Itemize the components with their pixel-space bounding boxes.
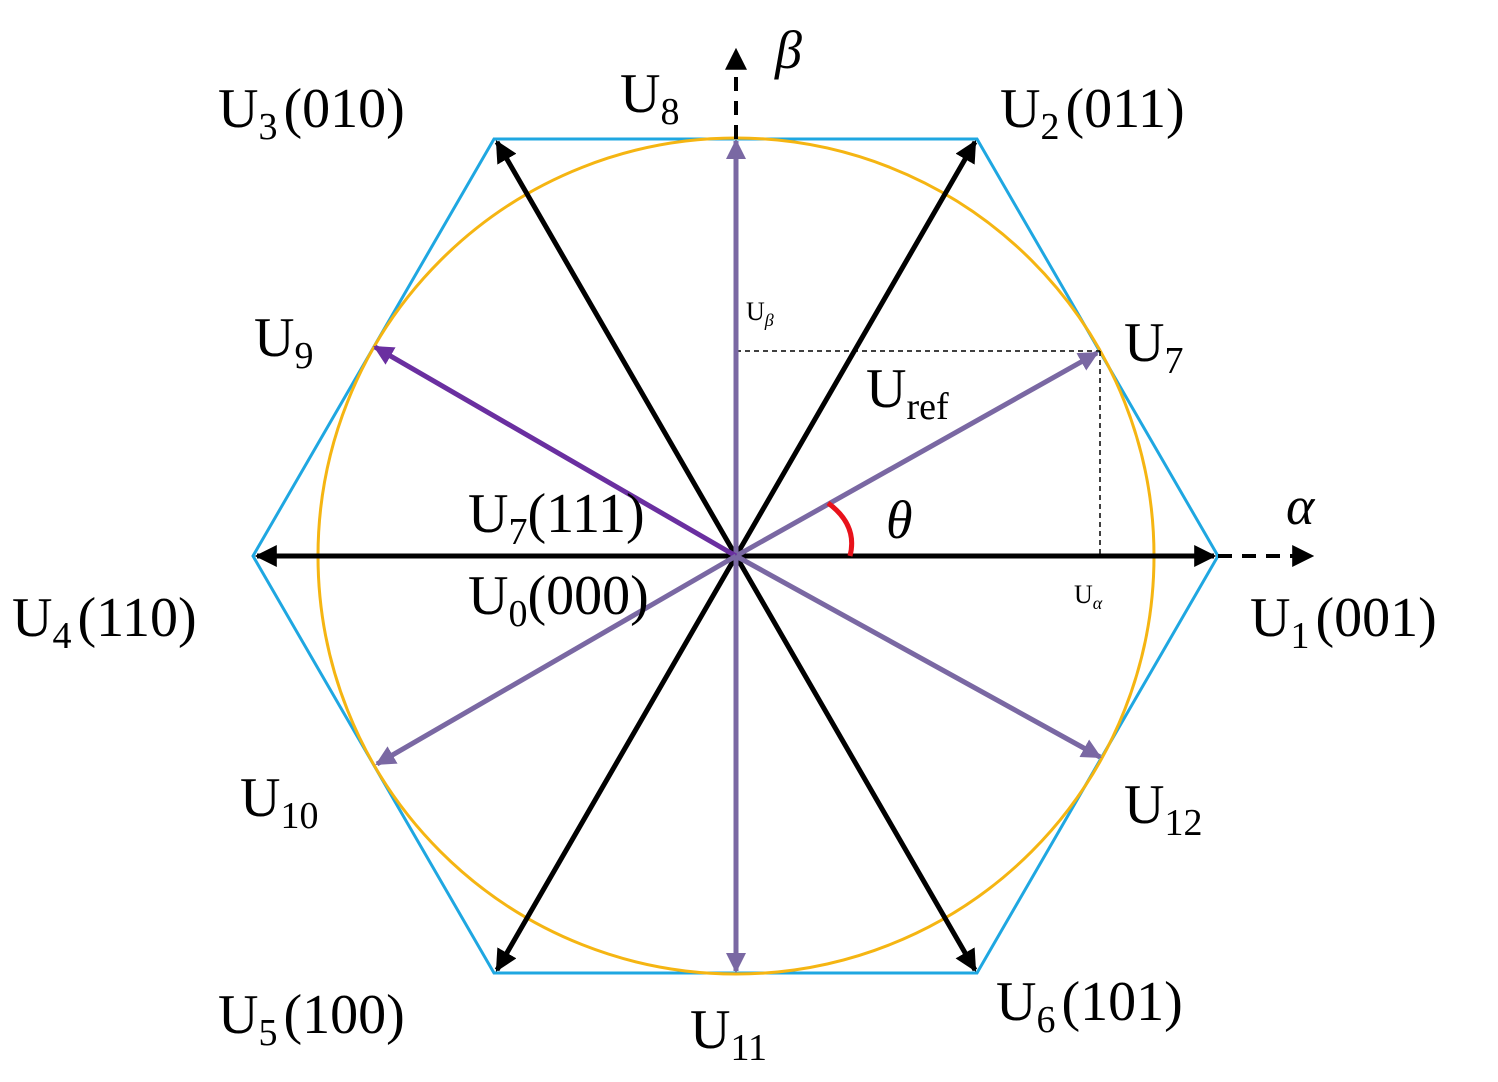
label-u7: U7 bbox=[1124, 312, 1183, 382]
label-u5: U5(100) bbox=[218, 984, 405, 1054]
label-u8: U8 bbox=[620, 63, 679, 133]
label-u-ref: Uref bbox=[866, 358, 949, 428]
label-u6: U6(101) bbox=[996, 971, 1183, 1041]
vector-u5 bbox=[494, 554, 739, 972]
vector-u7-ref bbox=[734, 350, 1099, 559]
label-u7-zero-vector: U7(111) bbox=[468, 483, 645, 553]
theta-angle-arc bbox=[826, 500, 855, 557]
label-u-beta: Uβ bbox=[746, 297, 774, 330]
vector-u12 bbox=[734, 553, 1102, 760]
label-u9: U9 bbox=[254, 307, 313, 377]
label-u0-zero-vector: U0(000) bbox=[468, 565, 649, 635]
vector-u2 bbox=[733, 140, 978, 558]
vector-u9 bbox=[373, 344, 738, 559]
label-u3: U3(010) bbox=[218, 78, 405, 148]
label-u10: U10 bbox=[240, 767, 318, 837]
voltage-hexagon bbox=[251, 137, 1220, 975]
label-u-alpha: Uα bbox=[1074, 580, 1103, 613]
label-u1: U1(001) bbox=[1250, 587, 1437, 657]
vector-u3 bbox=[494, 140, 739, 558]
label-u4: U4(110) bbox=[12, 587, 197, 657]
alpha-axis-label: α bbox=[1286, 476, 1316, 536]
label-u11: U11 bbox=[690, 999, 767, 1069]
vector-u6 bbox=[733, 554, 978, 972]
vector-u10 bbox=[375, 553, 738, 767]
label-u2: U2(011) bbox=[1000, 78, 1185, 148]
theta-label: θ bbox=[886, 490, 913, 550]
beta-axis-label: β bbox=[774, 20, 802, 80]
label-u12: U12 bbox=[1124, 774, 1202, 844]
